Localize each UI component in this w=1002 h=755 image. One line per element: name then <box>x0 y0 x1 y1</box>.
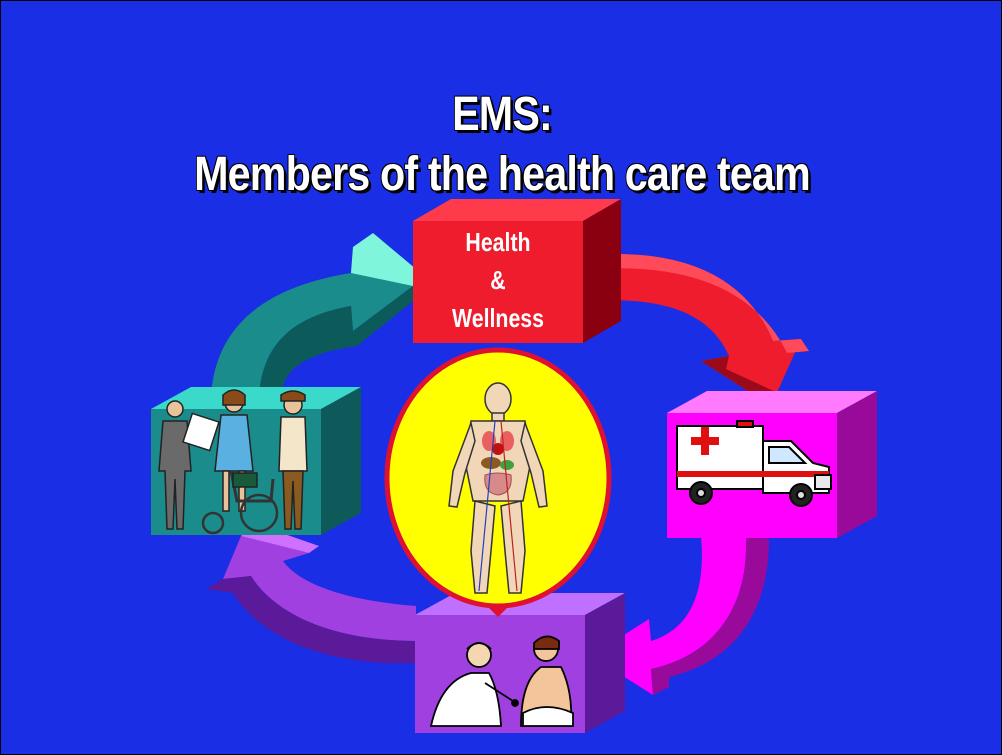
slide-title-line-1: EMS: <box>452 88 553 141</box>
human-anatomy-icon <box>448 382 548 594</box>
health-wellness-box <box>413 199 621 343</box>
ambulance-icon <box>676 420 832 507</box>
arrow-physician-to-staff <box>206 523 416 664</box>
hospital-staff-icon <box>158 389 308 535</box>
slide-title-line-2: Members of the health care team <box>194 148 811 201</box>
physician-patient-icon <box>429 635 574 727</box>
health-label-line-3: Wellness <box>451 303 545 333</box>
arrow-ambulance-to-physician <box>591 536 769 695</box>
arrow-staff-to-health <box>211 233 416 396</box>
health-label-line-2: & <box>490 265 506 295</box>
health-label-line-1: Health <box>465 227 531 257</box>
